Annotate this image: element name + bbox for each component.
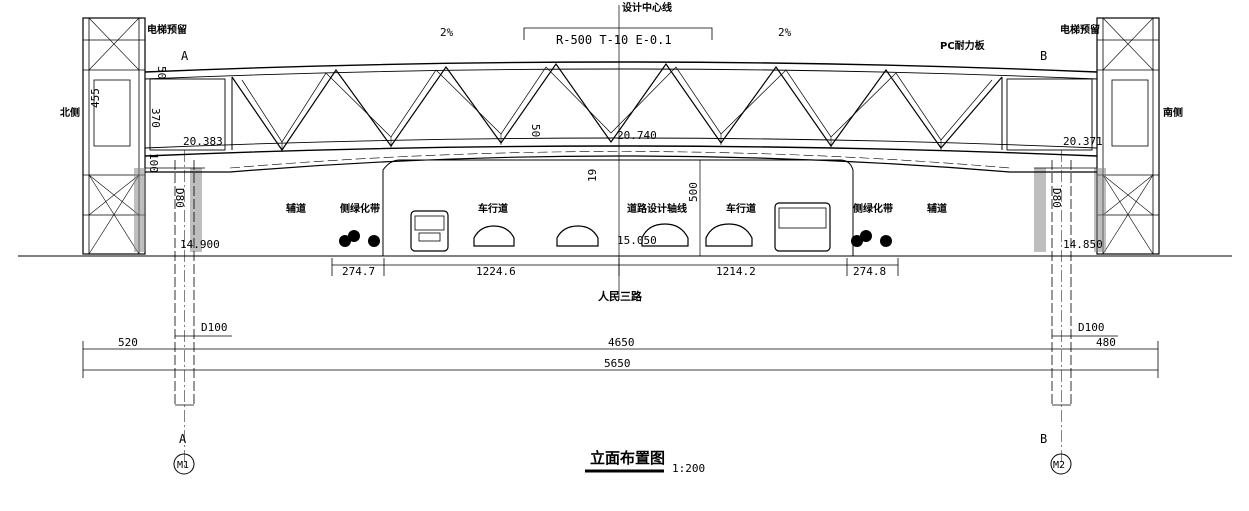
slope-right: 2% (778, 26, 792, 39)
elevation-ground-center: 15.050 (617, 234, 657, 247)
north-side-label: 北侧 (60, 106, 80, 119)
dim-main-span: 4650 (608, 336, 635, 349)
dim-total-height: 455 (89, 88, 102, 108)
aux-road-left: 辅道 (286, 202, 306, 215)
right-column (1051, 150, 1072, 470)
dim-center-chord: 50 (529, 124, 542, 137)
section-b-top: B (1040, 49, 1047, 63)
axis-m2-bubble (1050, 453, 1072, 475)
truss-bridge (144, 61, 1098, 173)
elevator-left-label: 电梯预留 (147, 23, 187, 36)
road-axis-label: 道路设计轴线 (627, 202, 687, 215)
dim-right-end: 480 (1096, 336, 1116, 349)
south-side-label: 南侧 (1163, 106, 1183, 119)
dim-right-green: 274.8 (853, 265, 886, 278)
left-elevator-tower (82, 17, 205, 255)
section-a-top: A (181, 49, 189, 63)
green-belt-right: 侧绿化带 (853, 202, 893, 215)
dim-left-end: 520 (118, 336, 138, 349)
elevation-top-center: 20.740 (617, 129, 657, 142)
dim-pile-right: D100 (1078, 321, 1105, 334)
dim-top-chord: 50 (155, 66, 168, 79)
curve-params: R-500 T-10 E-0.1 (556, 33, 672, 47)
underpass-frame (382, 159, 854, 256)
section-a-bottom: A (179, 432, 187, 446)
lane-right: 车行道 (726, 202, 756, 215)
road-name: 人民三路 (598, 289, 643, 303)
axis-m2-label: M2 (1053, 460, 1065, 471)
dimension-lines (82, 258, 1159, 378)
dim-bottom-chord: 100 (147, 153, 160, 173)
drawing-scale: 1:200 (672, 462, 705, 475)
elevation-ground-right: 14.850 (1063, 238, 1103, 251)
green-belt-left: 侧绿化带 (340, 202, 380, 215)
dim-column-left: D80 (173, 188, 186, 208)
right-elevator-tower (1034, 17, 1160, 255)
drawing-title: 立面布置图 (590, 449, 665, 467)
aux-road-right: 辅道 (927, 202, 947, 215)
lane-left: 车行道 (478, 202, 508, 215)
elevation-top-right: 20.371 (1063, 135, 1103, 148)
dim-truss-height: 370 (149, 108, 162, 128)
axis-m1-label: M1 (177, 460, 189, 471)
slope-left: 2% (440, 26, 454, 39)
vehicles (410, 202, 831, 252)
dim-total-span: 5650 (604, 357, 631, 370)
dim-beam-gap: 19 (586, 169, 599, 182)
elevation-top-left: 20.383 (183, 135, 223, 148)
center-line-label: 设计中心线 (622, 1, 672, 14)
pc-board-label: PC耐力板 (940, 39, 986, 52)
section-b-bottom: B (1040, 432, 1047, 446)
dim-right-lane: 1214.2 (716, 265, 756, 278)
elevator-right-label: 电梯预留 (1060, 23, 1100, 36)
dim-clearance: 500 (687, 182, 700, 202)
dim-left-lane: 1224.6 (476, 265, 516, 278)
dim-column-right: D80 (1050, 188, 1063, 208)
axis-m1-bubble (173, 453, 195, 475)
left-column (174, 150, 195, 470)
elevation-ground-left: 14.900 (180, 238, 220, 251)
dim-pile-left: D100 (201, 321, 228, 334)
dim-left-green: 274.7 (342, 265, 375, 278)
shrubs (339, 230, 892, 247)
